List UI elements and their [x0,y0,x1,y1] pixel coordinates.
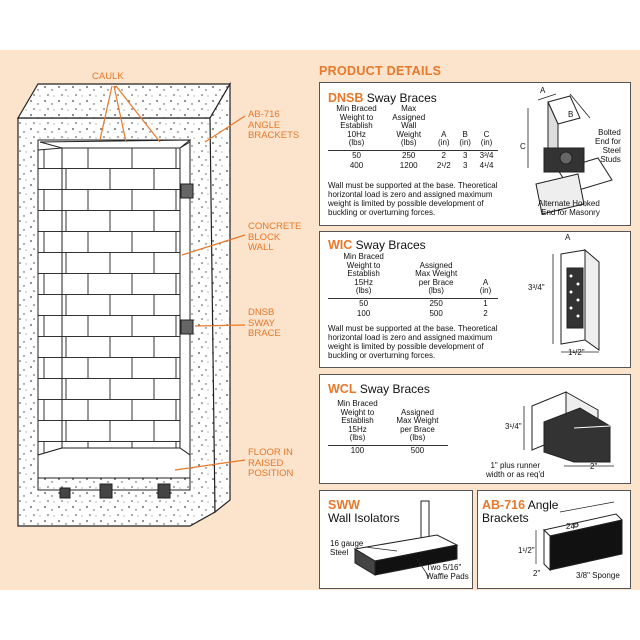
dnsb-label-bolted: Bolted End for Steel Studs [595,128,621,164]
table-cell: 1200 [399,160,418,170]
ab716-label-sponge: 3/8" Sponge [576,571,620,580]
ab716-name: Angle [527,498,559,512]
table-cell: 400 [349,160,364,170]
callout-caulk: CAULK [92,71,124,82]
dnsb-col-header: Min Braced Weight to Establish 10Hz (lbs… [328,104,386,151]
sww-isolator-figure [353,500,459,578]
sww-name: Wall Isolators [328,511,400,525]
product-details-title: PRODUCT DETAILS [319,64,442,78]
table-row: 50 250 2 3 3³/4 [328,150,498,160]
table-cell: 1 [483,298,488,308]
wic-col-header: Min Braced Weight to Establish 15Hz (lbs… [328,252,400,299]
dnsb-code: DNSB [328,91,364,105]
dnsb-table: Min Braced Weight to Establish 10Hz (lbs… [328,104,498,170]
dnsb-label-c: C [520,142,526,151]
table-cell: 50 [352,150,361,160]
wcl-label-height: 3¹/4" [505,422,522,431]
table-row: 50 250 1 [328,298,498,308]
wic-col-header: A (in) [473,253,498,299]
table-cell: 500 [429,308,443,318]
sww-label-pads: Two 5/16" Waffle Pads [426,563,469,581]
wic-title: WIC Sway Braces [328,238,426,252]
table-cell: 2 [441,150,446,160]
wic-table: Min Braced Weight to Establish 15Hz (lbs… [328,252,498,318]
wcl-col-header: Assigned Max Weight per Brace (lbs) [386,400,448,446]
sww-label-steel: 16 gauge Steel [330,539,364,557]
dnsb-name: Sway Braces [366,91,437,105]
wic-label-width: 1¹/2" [568,348,585,357]
dnsb-note: Wall must be supported at the base. Theo… [328,181,498,217]
table-cell: 3³/4 [479,150,494,160]
table-cell: 100 [356,308,371,318]
wcl-table-header: Min Braced Weight to Establish 15Hz (lbs… [328,399,448,446]
dnsb-table-body: 50 250 2 3 3³/4 400 1200 2¹/2 3 4¹/4 [328,150,498,170]
wcl-name: Sway Braces [359,382,430,396]
wic-col-header: Assigned Max Weight per Brace (lbs) [399,253,474,299]
table-cell: 2 [483,308,488,318]
table-cell: 2¹/2 [436,160,451,170]
ab716-code: AB-716 [482,498,526,512]
callout-ab716-angle-brackets: AB-716 ANGLE BRACKETS [248,109,300,141]
wic-table-body: 50 250 1 100 500 2 [328,298,498,318]
wic-code: WIC [328,238,353,252]
sww-code: SWW [328,498,360,512]
wcl-label-width: 2" [590,462,598,471]
dnsb-col-header: C (in) [475,105,498,151]
table-cell: 500 [410,445,425,455]
wic-label-height: 3³/4" [528,283,545,292]
table-row: 100 500 2 [328,309,498,319]
callout-floor-raised: FLOOR IN RAISED POSITION [248,447,294,479]
wic-name: Sway Braces [355,238,426,252]
wcl-table: Min Braced Weight to Establish 15Hz (lbs… [328,399,448,456]
ab716-bracket-figure [535,501,623,572]
dnsb-label-hooked: Alternate Hooked End for Masonry [538,199,600,217]
ab716-name2: Brackets [482,511,529,525]
dnsb-title: DNSB Sway Braces [328,91,437,105]
wcl-col-header: Min Braced Weight to Establish 15Hz (lbs… [328,399,387,446]
table-cell: 50 [359,298,369,308]
wic-note: Wall must be supported at the base. Theo… [328,324,498,360]
callout-dnsb-sway-brace: DNSB SWAY BRACE [248,307,281,339]
dnsb-brace-figure [527,93,613,215]
table-cell: 250 [402,150,416,160]
wcl-title: WCL Sway Braces [328,382,430,396]
sww-title: SWW Wall Isolators [328,499,400,525]
dnsb-col-header: Max Assigned Wall Weight (lbs) [385,104,433,151]
dnsb-label-a: A [540,86,546,95]
table-row: 100 500 [328,445,448,455]
ab716-title: AB-716 Angle Brackets [482,499,558,525]
dnsb-col-header: B (in) [455,105,476,151]
dnsb-table-header: Min Braced Weight to Establish 10Hz (lbs… [328,104,498,151]
dnsb-label-b: B [568,110,574,119]
wcl-label-runner: 1" plus runner width or as req'd [486,461,545,479]
callout-concrete-block-wall: CONCRETE BLOCK WALL [248,221,302,253]
wcl-code: WCL [328,382,357,396]
table-cell: 3 [462,150,468,160]
wcl-brace-figure [523,391,614,467]
ab716-label-1-5: 1¹/2" [518,546,535,555]
table-cell: 250 [429,298,443,308]
table-cell: 3 [462,160,468,170]
ab716-label-24: 24" [566,522,578,531]
wic-table-header: Min Braced Weight to Establish 15Hz (lbs… [328,252,498,299]
ab716-label-2: 2" [533,569,541,578]
table-row: 400 1200 2¹/2 3 4¹/4 [328,161,498,171]
wic-brace-figure [552,248,600,353]
wcl-table-body: 100 500 [328,445,448,455]
wic-label-a: A [565,233,571,242]
dnsb-col-header: A (in) [432,105,456,151]
sww-panel [319,490,473,589]
table-cell: 4¹/4 [479,160,494,170]
table-cell: 100 [350,445,365,455]
